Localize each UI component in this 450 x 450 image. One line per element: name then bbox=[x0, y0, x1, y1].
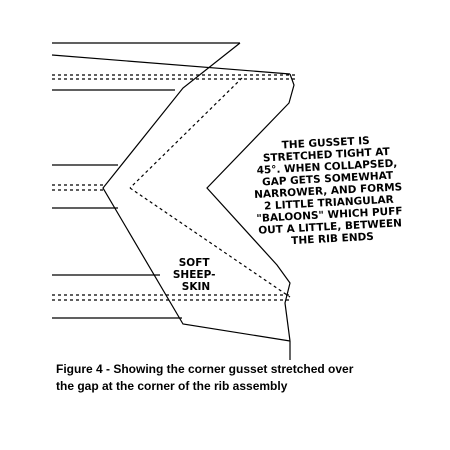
caption-line-2: the gap at the corner of the rib assembl… bbox=[56, 379, 288, 393]
gusset-note-line: THE RIB ENDS bbox=[291, 231, 374, 247]
lower-rib bbox=[52, 274, 292, 319]
gusset-note-line: THE GUSSET IS bbox=[281, 135, 370, 152]
material-label-line: SOFT bbox=[179, 257, 211, 269]
upper-rib bbox=[51, 42, 295, 91]
gusset-note: THE GUSSET IS STRETCHED TIGHT AT 45°. WH… bbox=[251, 133, 408, 249]
figure-caption: Figure 4 - Showing the corner gusset str… bbox=[56, 362, 357, 393]
middle-rib bbox=[52, 164, 118, 209]
gusset-outline bbox=[102, 42, 295, 360]
material-label-line: SKIN bbox=[182, 281, 210, 293]
material-label-line: SHEEP- bbox=[173, 269, 216, 281]
material-label: SOFT SHEEP- SKIN bbox=[173, 257, 219, 293]
gusset-fold-lines bbox=[129, 77, 291, 298]
caption-line-1: Figure 4 - Showing the corner gusset str… bbox=[56, 362, 354, 376]
